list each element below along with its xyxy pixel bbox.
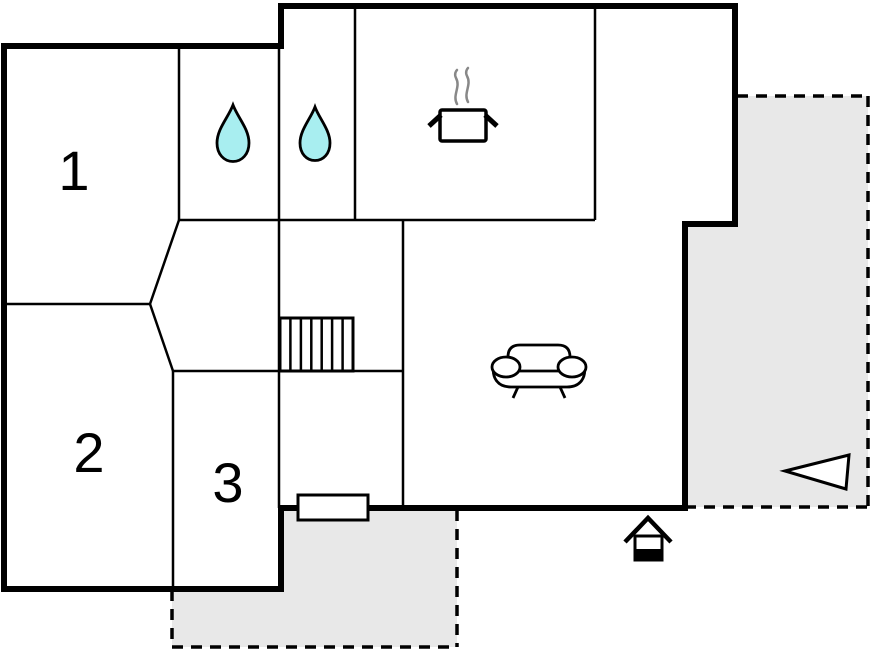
room-2-label: 2 bbox=[73, 421, 105, 484]
room-3-label: 3 bbox=[212, 451, 244, 514]
sofa-icon bbox=[490, 343, 588, 399]
water-drop-icon bbox=[215, 101, 251, 163]
terrace-bottom-left bbox=[170, 508, 459, 649]
exterior-walls bbox=[1, 3, 738, 592]
terrace-right bbox=[685, 94, 870, 509]
room-1-label: 1 bbox=[58, 139, 90, 202]
cooking-pot-icon bbox=[427, 66, 499, 143]
window-door-marker bbox=[296, 493, 370, 522]
water-drop-icon bbox=[298, 103, 332, 162]
stairs bbox=[278, 316, 355, 373]
direction-arrow-icon bbox=[779, 453, 851, 491]
house-entrance-icon bbox=[623, 514, 673, 562]
